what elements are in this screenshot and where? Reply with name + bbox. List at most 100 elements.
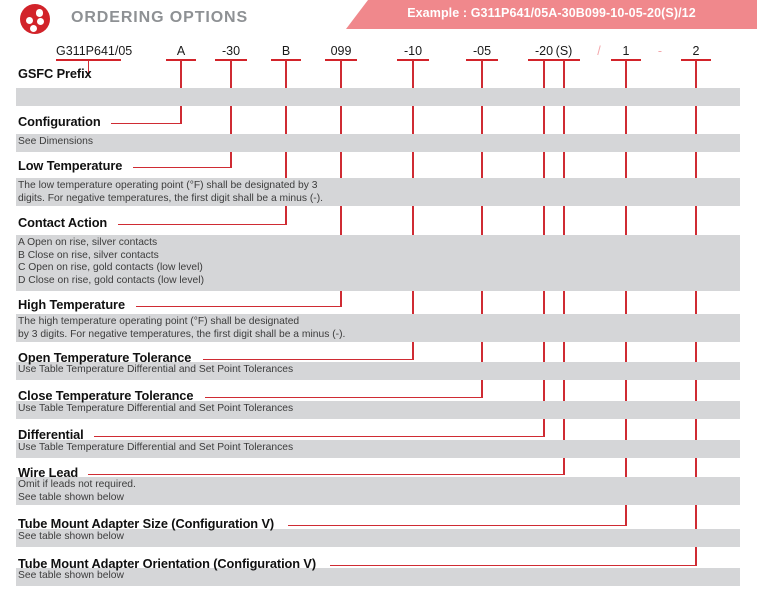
leader-line-horizontal [93, 436, 544, 438]
row-band [16, 314, 740, 342]
list-item-text: Close on rise, gold contacts (low level) [25, 274, 204, 286]
part-segment-label: 2 [692, 44, 700, 58]
row-description: The low temperature operating point (°F)… [18, 180, 324, 204]
logo-dot-3 [36, 17, 44, 25]
list-item: C Open on rise, gold contacts (low level… [18, 262, 204, 275]
logo-dot-1 [35, 9, 43, 17]
part-segment-underline [215, 59, 247, 61]
part-segment-underline [166, 59, 196, 61]
row-heading-low-temperature: Low Temperature [18, 158, 123, 173]
row-band [16, 568, 740, 586]
part-segment-label: - [657, 44, 663, 58]
row-band [16, 401, 740, 419]
row-band [16, 88, 740, 106]
part-segment-underline [611, 59, 641, 61]
row-heading-configuration: Configuration [18, 114, 101, 129]
part-segment-underline [528, 59, 560, 61]
leader-line-horizontal [330, 565, 696, 567]
row-band [16, 440, 740, 458]
part-segment-label: -30 [221, 44, 241, 58]
drop-line [412, 60, 414, 361]
row-description: Use Table Temperature Differential and S… [18, 442, 294, 453]
part-segment-label: G311P641/05 [56, 44, 133, 58]
row-band [16, 178, 740, 206]
part-segment: (S) [548, 44, 580, 61]
row-description: See table shown below [18, 570, 124, 581]
part-segment: -30 [215, 44, 247, 61]
part-segment: 2 [681, 44, 711, 61]
part-segment: 1 [611, 44, 641, 61]
row-description: See Dimensions [18, 136, 93, 147]
list-item: B Close on rise, silver contacts [18, 250, 204, 263]
row-heading-open-temperature-tolerance: Open Temperature Tolerance [18, 350, 192, 365]
row-band [16, 235, 740, 291]
part-segment-label: -05 [472, 44, 492, 58]
logo-dot-4 [29, 24, 37, 32]
leader-line-horizontal [117, 224, 286, 226]
row-band [16, 529, 740, 547]
list-item-key: D [18, 274, 26, 286]
part-segment-label: B [281, 44, 291, 58]
part-segment-label: A [176, 44, 186, 58]
part-segment-label: 1 [622, 44, 630, 58]
part-segment: / [589, 44, 609, 58]
part-segment-underline [325, 59, 357, 61]
part-segment-label: -20 [534, 44, 554, 58]
drop-line [695, 60, 697, 567]
part-segment-underline [397, 59, 429, 61]
part-segment: B [271, 44, 301, 61]
part-segment-underline [271, 59, 301, 61]
row-band [16, 477, 740, 505]
list-item: A Open on rise, silver contacts [18, 237, 204, 250]
row-heading-contact-action: Contact Action [18, 215, 108, 230]
part-segment: A [166, 44, 196, 61]
list-item-key: A [18, 237, 25, 248]
row-heading-gsfc-prefix: GSFC Prefix [18, 66, 92, 81]
row-heading-tube-mount-adapter-orientation: Tube Mount Adapter Orientation (Configur… [18, 556, 317, 571]
part-segment-label: / [597, 44, 601, 58]
part-segment-underline [56, 59, 121, 61]
page-title: ORDERING OPTIONS [71, 9, 249, 26]
logo-dot-2 [26, 16, 33, 24]
row-heading-wire-lead: Wire Lead [18, 465, 79, 480]
part-segment-underline [681, 59, 711, 61]
four-dot-circle-logo-icon [20, 4, 50, 34]
part-segment: - [650, 44, 670, 58]
part-segment-label: 099 [330, 44, 352, 58]
list-item: D Close on rise, gold contacts (low leve… [18, 275, 204, 288]
drop-line [625, 60, 627, 527]
row-heading-high-temperature: High Temperature [18, 297, 125, 312]
leader-line-horizontal [287, 525, 626, 527]
list-item-text: Open on rise, gold contacts (low level) [25, 262, 203, 274]
drop-line [481, 60, 483, 399]
part-segment-underline [548, 59, 580, 61]
part-segment: 099 [325, 44, 357, 61]
list-item-key: C [18, 262, 26, 274]
leader-line-horizontal [88, 474, 564, 476]
list-item-key: B [18, 249, 25, 261]
part-segment-label: -10 [403, 44, 423, 58]
row-description: See table shown below [18, 531, 124, 542]
part-segment-underline [466, 59, 498, 61]
part-segment: G311P641/05 [56, 44, 133, 61]
row-band [16, 134, 740, 152]
part-segment: -05 [466, 44, 498, 61]
example-banner: Example : G311P641/05A-30B099-10-05-20(S… [346, 0, 757, 29]
part-segment: -20 [528, 44, 560, 61]
row-heading-tube-mount-adapter-size: Tube Mount Adapter Size (Configuration V… [18, 516, 275, 531]
part-segment-label: (S) [555, 44, 573, 58]
row-heading-differential: Differential [18, 427, 84, 442]
row-band [16, 362, 740, 380]
list-item-text: Open on rise, silver contacts [24, 237, 158, 248]
example-banner-label: Example : G311P641/05A-30B099-10-05-20(S… [407, 6, 696, 20]
leader-line-horizontal [202, 359, 413, 361]
drop-line [87, 60, 90, 77]
list-item-text: Close on rise, silver contacts [24, 249, 159, 261]
part-segment: -10 [397, 44, 429, 61]
leader-line-horizontal [132, 167, 231, 169]
leader-line-horizontal [205, 397, 482, 399]
row-description: Use Table Temperature Differential and S… [18, 403, 294, 414]
row-description: Use Table Temperature Differential and S… [18, 364, 294, 375]
